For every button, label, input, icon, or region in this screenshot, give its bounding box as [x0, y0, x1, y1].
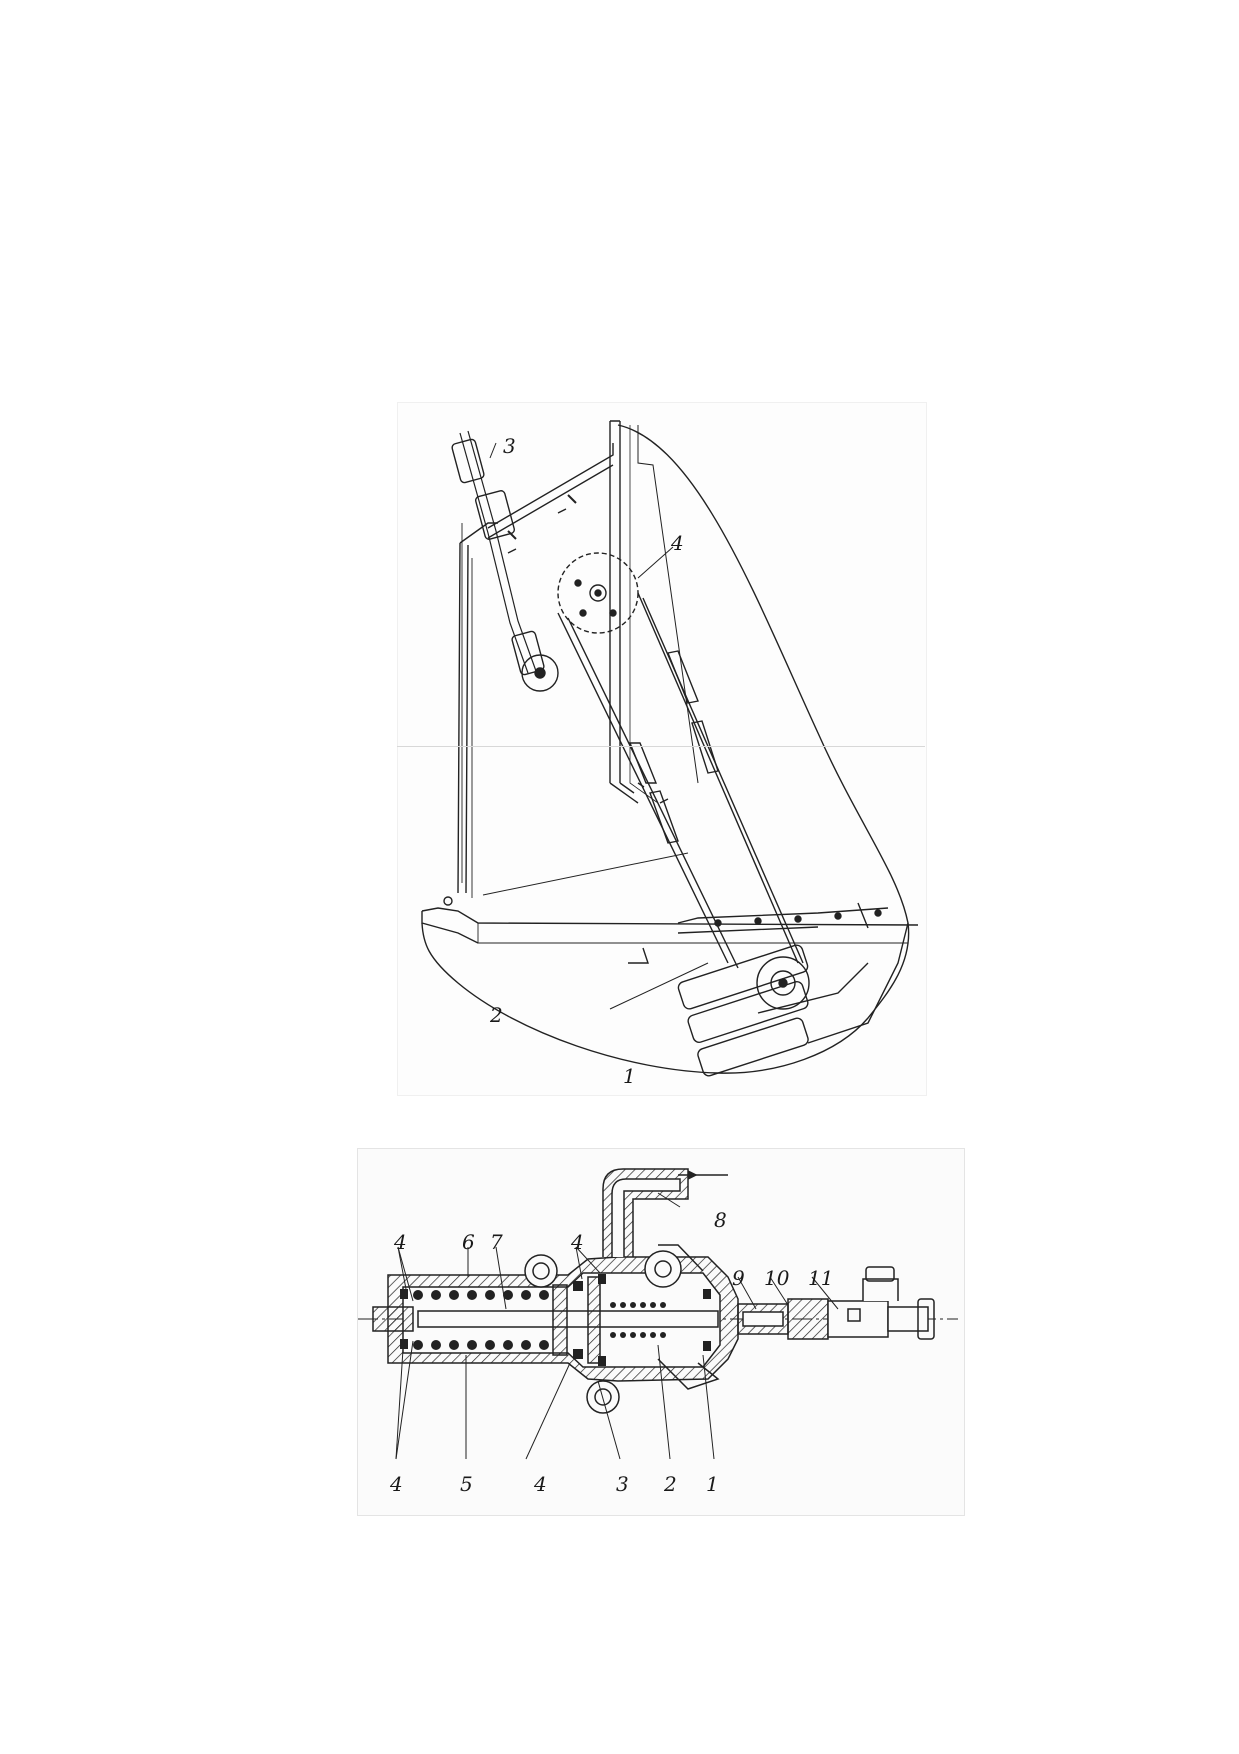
leader-3 — [597, 1380, 621, 1460]
callout-8: 8 — [714, 1208, 727, 1232]
leader-4-bottom-left — [395, 1348, 404, 1460]
leader-11 — [811, 1276, 839, 1310]
leader-4-top-mid — [575, 1246, 583, 1280]
callout-4-bottom-mid: 4 — [534, 1472, 547, 1496]
leader-8 — [657, 1192, 681, 1208]
leader-9 — [737, 1276, 757, 1310]
callout-3: 3 — [616, 1472, 629, 1496]
leader-4-top-left — [397, 1246, 407, 1290]
leader-10 — [769, 1276, 789, 1306]
callout-2: 2 — [490, 1003, 503, 1027]
cable-mechanism-svg — [421, 420, 919, 1077]
callout-4-bottom-left: 4 — [390, 1472, 403, 1496]
callout-1: 1 — [623, 1064, 636, 1088]
callout-11: 11 — [808, 1266, 834, 1290]
leader-4 — [637, 546, 674, 579]
leader-2 — [482, 852, 689, 896]
cable-mechanism-drawing — [397, 402, 927, 1096]
callout-3: 3 — [503, 434, 516, 458]
callout-4-top-left: 4 — [394, 1230, 407, 1254]
leader-1 — [609, 962, 709, 1010]
callout-7: 7 — [490, 1230, 503, 1254]
leader-1 — [702, 1354, 715, 1460]
cylinder-section-drawing — [357, 1148, 965, 1516]
leader-3 — [489, 442, 497, 459]
callout-6: 6 — [462, 1230, 475, 1254]
scan-artifact-line — [397, 746, 925, 747]
leader-4-bottom-mid — [525, 1362, 571, 1460]
callout-4-top-mid: 4 — [571, 1230, 584, 1254]
callout-9: 9 — [732, 1266, 745, 1290]
callout-5: 5 — [460, 1472, 473, 1496]
leader-2 — [657, 1344, 671, 1460]
callout-10: 10 — [764, 1266, 790, 1290]
callout-1: 1 — [706, 1472, 719, 1496]
callout-2: 2 — [664, 1472, 677, 1496]
leader-7 — [495, 1246, 507, 1310]
cylinder-section-svg — [358, 1168, 958, 1460]
body-outline — [421, 424, 910, 1074]
callout-4: 4 — [671, 531, 684, 555]
